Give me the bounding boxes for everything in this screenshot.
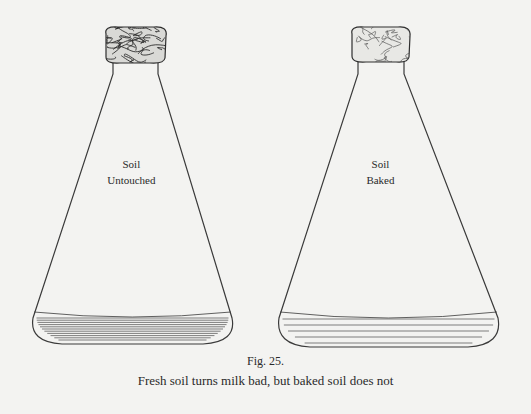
flask-baked <box>279 60 499 347</box>
soil-milk-layer <box>37 318 229 340</box>
figure-caption: Fresh soil turns milk bad, but baked soi… <box>138 373 394 389</box>
flask-label: Soil Baked <box>361 154 400 191</box>
cotton-plug <box>349 19 420 64</box>
cotton-plug <box>90 15 188 76</box>
flask-untouched <box>33 60 233 344</box>
flask-label: Soil Untouched <box>102 154 161 191</box>
figure-number: Fig. 25. <box>247 354 284 369</box>
flask-text: Soil Untouched <box>107 156 155 189</box>
soil-milk-layer <box>283 319 495 343</box>
flask-text: Soil Baked <box>366 156 394 189</box>
